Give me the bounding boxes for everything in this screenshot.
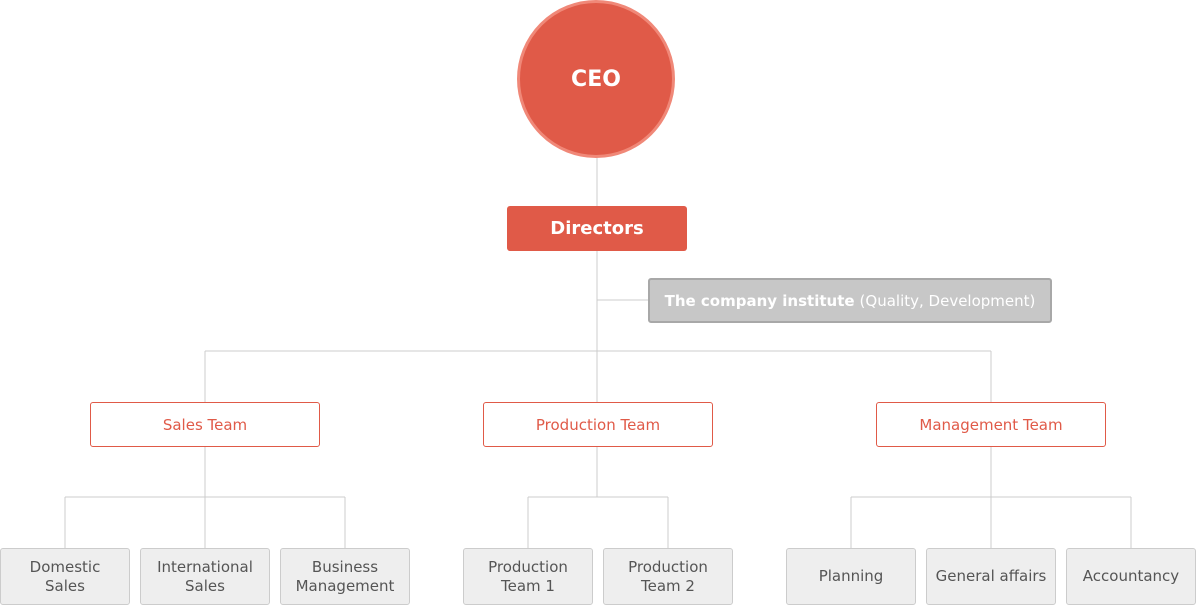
directors-label: Directors	[550, 218, 644, 239]
team-management: Management Team	[876, 402, 1106, 447]
directors-node: Directors	[507, 206, 687, 251]
institute-name: The company institute	[664, 291, 855, 310]
team-management-label: Management Team	[919, 415, 1063, 434]
ceo-node: CEO	[517, 0, 675, 158]
unit-business-management: Business Management	[280, 548, 410, 605]
institute-node: The company institute (Quality, Developm…	[648, 278, 1052, 323]
unit-planning: Planning	[786, 548, 916, 605]
team-production: Production Team	[483, 402, 713, 447]
unit-international-sales: International Sales	[140, 548, 270, 605]
unit-production-team-2: Production Team 2	[603, 548, 733, 605]
ceo-label: CEO	[571, 66, 621, 92]
unit-production-team-1: Production Team 1	[463, 548, 593, 605]
institute-note: (Quality, Development)	[859, 291, 1036, 310]
unit-domestic-sales: Domestic Sales	[0, 548, 130, 605]
team-sales-label: Sales Team	[162, 415, 248, 434]
team-sales: Sales Team	[90, 402, 320, 447]
unit-accountancy: Accountancy	[1066, 548, 1196, 605]
unit-general-affairs: General affairs	[926, 548, 1056, 605]
team-production-label: Production Team	[535, 415, 661, 434]
